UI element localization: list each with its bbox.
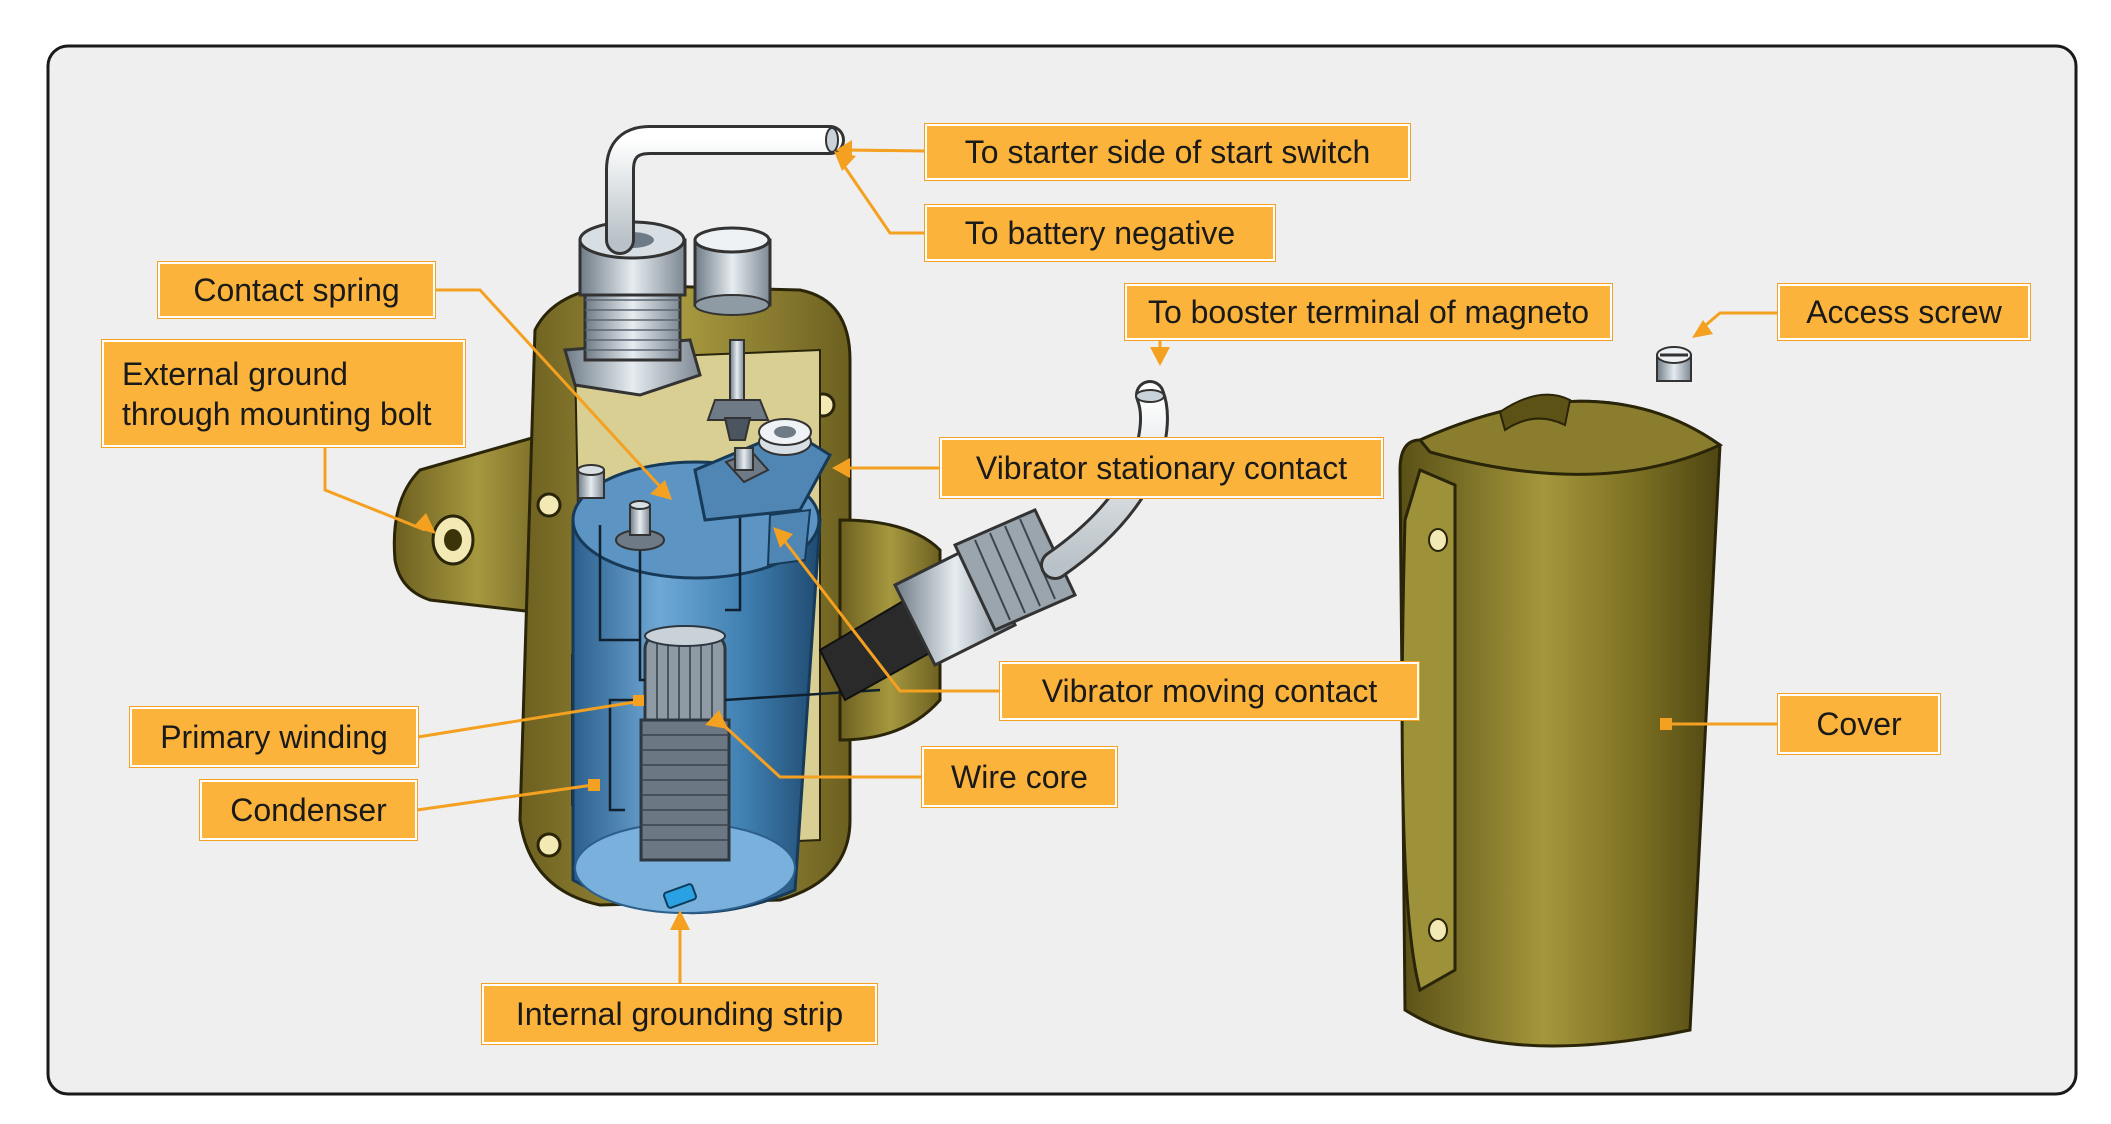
label-starter-side: To starter side of start switch: [925, 124, 1410, 180]
label-wire-core: Wire core: [922, 747, 1117, 807]
access-screw: [1656, 346, 1692, 382]
moving-contact-nut: [724, 447, 770, 484]
label-condenser: Condenser: [200, 780, 417, 840]
label-access-screw: Access screw: [1778, 284, 2030, 340]
label-cover: Cover: [1778, 694, 1940, 754]
label-external-ground-line2: through mounting bolt: [122, 395, 432, 432]
coil-terminal-left: [577, 464, 605, 499]
induction-vibrator-assembly: [392, 125, 1169, 915]
primary-winding: [639, 718, 731, 862]
label-vibrator-stationary: Vibrator stationary contact: [940, 438, 1383, 498]
stationary-contact-post: [706, 339, 770, 441]
label-primary-winding: Primary winding: [130, 707, 418, 767]
label-battery-negative: To battery negative: [925, 205, 1275, 261]
internal-grounding-strip: [663, 883, 697, 909]
label-external-ground-line1: External ground: [122, 355, 348, 392]
cover-assembly: [1398, 346, 1723, 1048]
mounting-flange: [392, 428, 562, 617]
label-booster-terminal: To booster terminal of magneto: [1125, 284, 1612, 340]
label-external-ground: External ground through mounting bolt: [102, 340, 465, 447]
label-vibrator-moving: Vibrator moving contact: [1000, 662, 1419, 720]
leader-arrowheads: [413, 140, 1713, 930]
label-contact-spring: Contact spring: [158, 262, 435, 318]
label-internal-grounding: Internal grounding strip: [482, 984, 877, 1044]
top-terminal-cap: [693, 226, 772, 316]
insulator-sleeve: [758, 418, 812, 456]
coil-terminal-mid: [615, 500, 665, 551]
